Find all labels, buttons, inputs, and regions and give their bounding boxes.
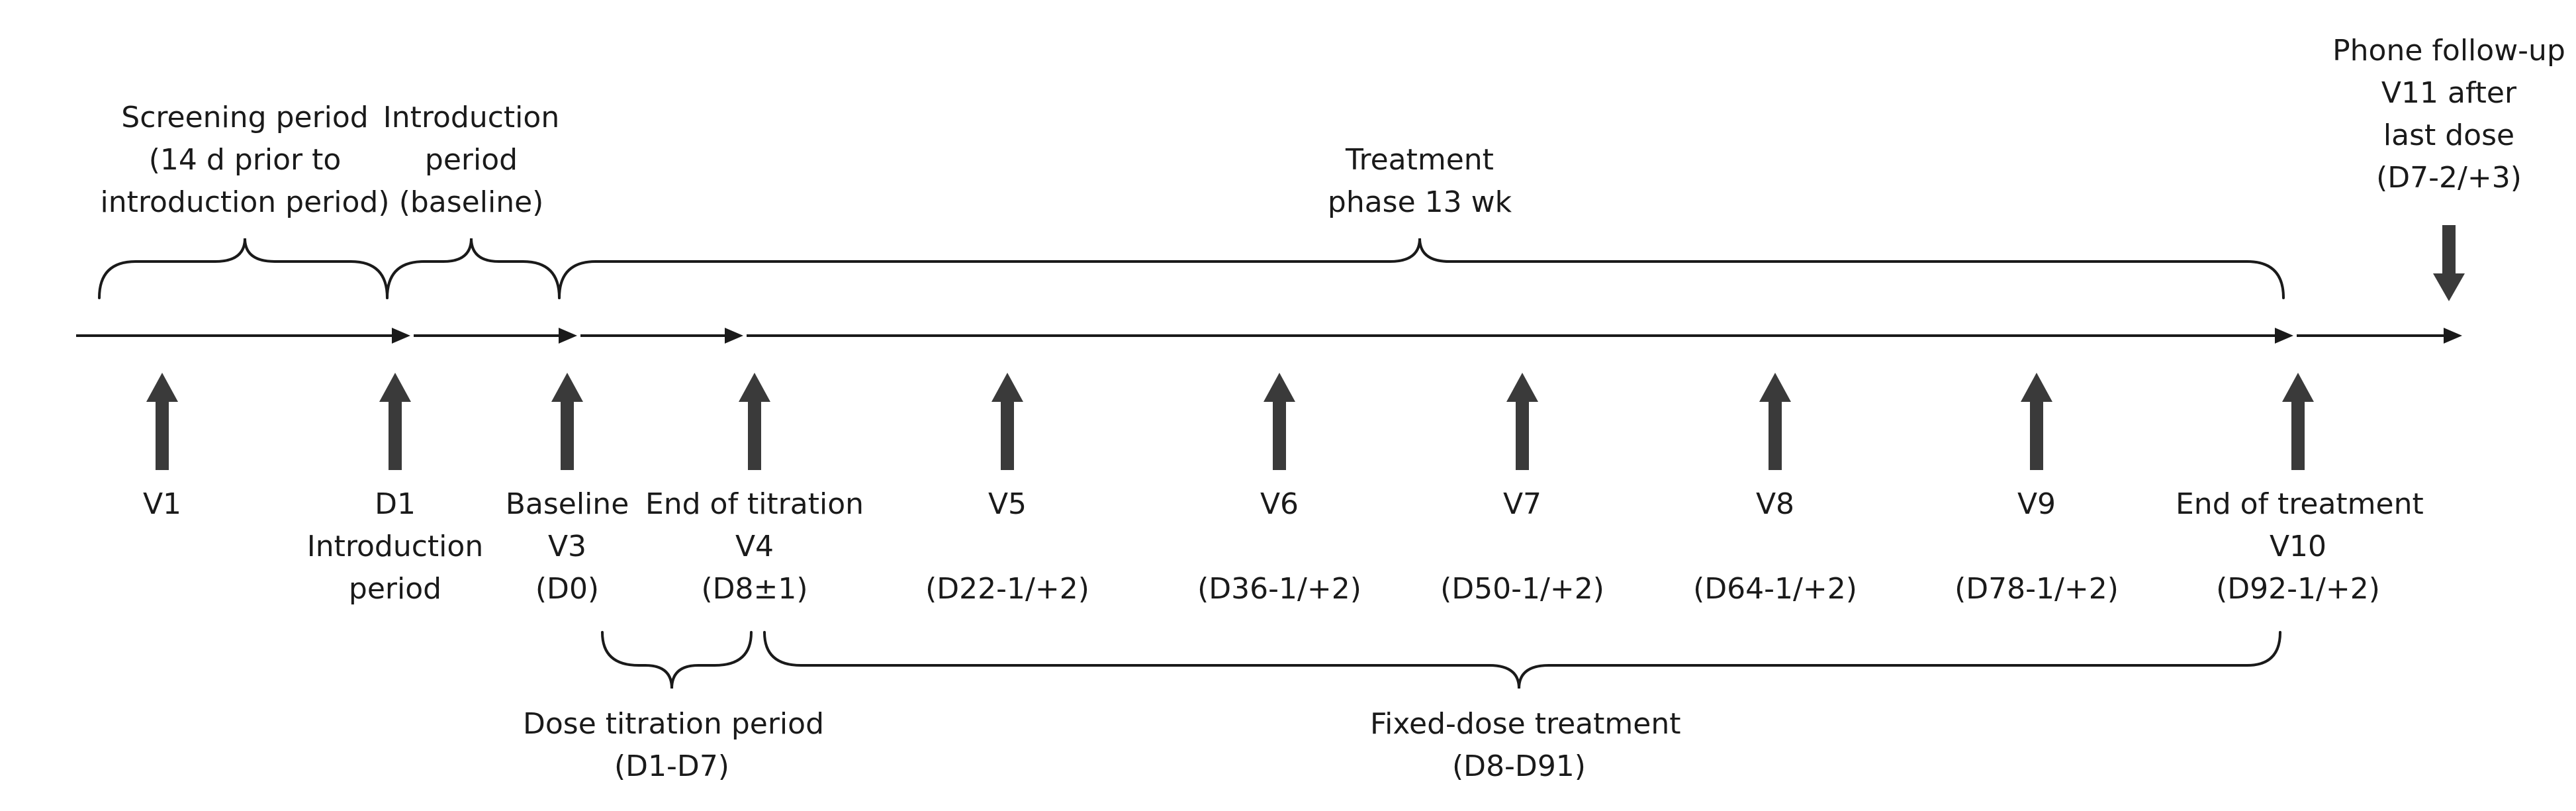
visit-arrow-d1 — [379, 373, 411, 470]
treatment-phase-label: Treatment phase 13 wk — [1327, 143, 1512, 219]
phone-follow-up-arrow — [2433, 225, 2465, 301]
visit-arrow-v1 — [146, 373, 178, 470]
screening-period-label: Screening period (14 d prior to introduc… — [100, 101, 390, 219]
visit-label-d1: D1 Introduction period — [306, 487, 484, 606]
visit-label-v3: Baseline V3 (D0) — [505, 487, 629, 606]
timeline-arrowhead — [725, 328, 743, 344]
visit-arrow-v4 — [739, 373, 770, 470]
visit-arrow-v3 — [551, 373, 583, 470]
timeline-arrowhead — [2444, 328, 2462, 344]
dose-titration-brace — [601, 631, 753, 689]
screening-period-brace — [98, 238, 389, 299]
visit-label-v10: End of treatment V10 (D92-1/+2) — [2176, 487, 2424, 606]
visit-arrow-v9 — [2021, 373, 2052, 470]
visit-arrow-v10 — [2282, 373, 2314, 470]
visit-label-v6: V6 (D36-1/+2) — [1197, 487, 1361, 606]
visit-label-v8: V8 (D64-1/+2) — [1693, 487, 1857, 606]
visit-arrow-v6 — [1264, 373, 1295, 470]
treatment-phase-brace — [558, 238, 2285, 299]
visit-label-v1: V1 — [142, 487, 182, 521]
visit-arrow-v8 — [1759, 373, 1791, 470]
visit-label-v9: V9 (D78-1/+2) — [1955, 487, 2119, 606]
timeline-arrowhead — [392, 328, 410, 344]
visit-arrow-v5 — [991, 373, 1023, 470]
introduction-period-label: Introduction period (baseline) — [383, 101, 560, 219]
timeline-arrowhead — [559, 328, 577, 344]
timeline-arrowhead — [2275, 328, 2293, 344]
visit-arrow-v7 — [1506, 373, 1538, 470]
introduction-period-brace — [386, 238, 561, 299]
visit-label-v5: V5 (D22-1/+2) — [925, 487, 1089, 606]
visit-label-v4: End of titration V4 (D8±1) — [645, 487, 864, 606]
visit-label-v7: V7 (D50-1/+2) — [1440, 487, 1604, 606]
fixed-dose-brace — [763, 631, 2281, 689]
phone-follow-up-label: Phone follow-up V11 after last dose (D7-… — [2332, 34, 2565, 195]
fixed-dose-label: Fixed-dose treatment (D8-D91) — [1370, 707, 1681, 783]
dose-titration-label: Dose titration period (D1-D7) — [523, 707, 824, 783]
